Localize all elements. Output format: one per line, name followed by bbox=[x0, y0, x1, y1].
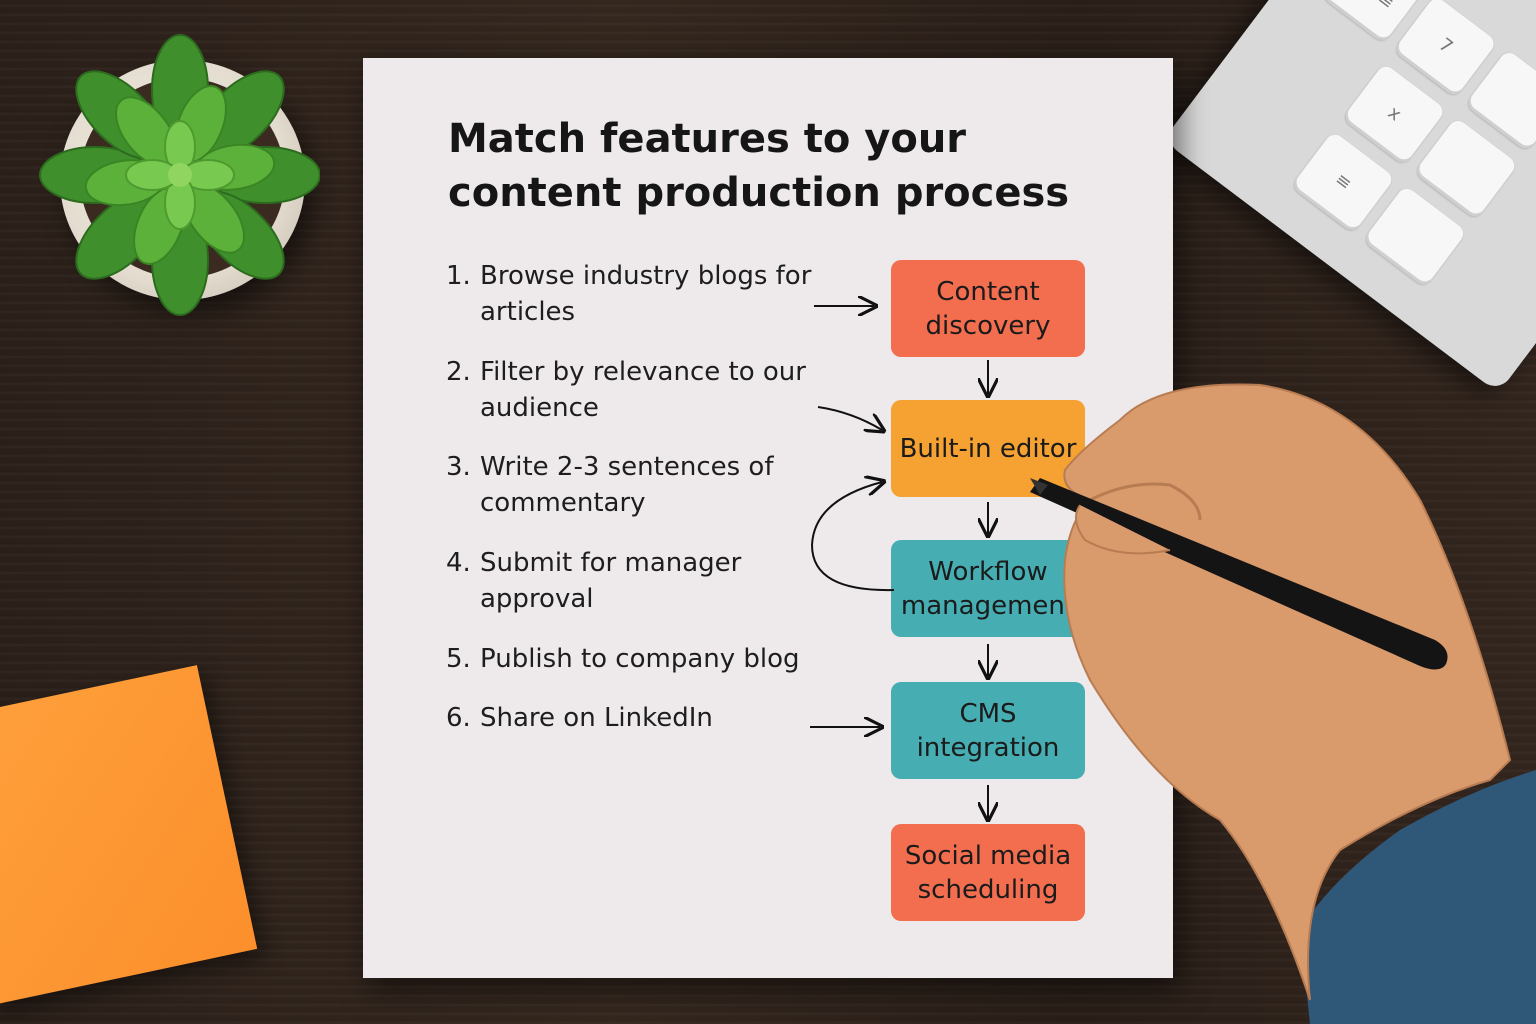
feature-label: Content discovery bbox=[925, 276, 1051, 341]
succulent-plant-icon bbox=[39, 34, 320, 316]
feature-box-content-discovery: Content discovery bbox=[891, 260, 1085, 357]
feature-box-social-media-scheduling: Social media scheduling bbox=[891, 824, 1085, 921]
finger-crease bbox=[1089, 482, 1202, 521]
process-step: 2. Filter by relevance to our audience bbox=[446, 354, 836, 426]
step-text: Filter by relevance to our audience bbox=[480, 357, 806, 423]
process-step: 1. Browse industry blogs for articles bbox=[446, 258, 836, 330]
feature-box-cms-integration: CMS integration bbox=[891, 682, 1085, 779]
pen-tip bbox=[1030, 478, 1048, 495]
page-title: Match features to your content productio… bbox=[448, 116, 1070, 216]
feature-box-workflow-management: Workflow management bbox=[891, 540, 1085, 637]
process-step: 5. Publish to company blog bbox=[446, 641, 836, 677]
step-text: Browse industry blogs for articles bbox=[480, 261, 812, 327]
feature-label: Built-in editor bbox=[899, 433, 1077, 464]
feature-box-built-in-editor: Built-in editor bbox=[891, 400, 1085, 497]
step-number: 1. bbox=[446, 261, 471, 291]
step-text: Write 2-3 sentences of commentary bbox=[480, 452, 774, 518]
step-text: Submit for manager approval bbox=[480, 548, 742, 614]
step-text: Publish to company blog bbox=[480, 644, 800, 674]
step-text: Share on LinkedIn bbox=[480, 703, 713, 733]
step-number: 2. bbox=[446, 357, 471, 387]
arrow-loop-workflow-to-editor bbox=[810, 482, 895, 592]
step-number: 3. bbox=[446, 452, 471, 482]
step-number: 6. bbox=[446, 703, 471, 733]
step-number: 4. bbox=[446, 548, 471, 578]
pen bbox=[1030, 478, 1448, 670]
sleeve bbox=[1300, 770, 1536, 1024]
process-step: 3. Write 2-3 sentences of commentary bbox=[446, 449, 836, 521]
feature-label: Workflow management bbox=[900, 556, 1076, 621]
feature-label: Social media scheduling bbox=[904, 840, 1072, 905]
process-step: 6. Share on LinkedIn bbox=[446, 700, 836, 736]
step-number: 5. bbox=[446, 644, 471, 674]
thumb bbox=[1075, 504, 1171, 555]
feature-label: CMS integration bbox=[916, 698, 1060, 763]
process-step: 4. Submit for manager approval bbox=[446, 545, 836, 617]
arrow-step2-to-built-in-editor bbox=[817, 406, 882, 430]
